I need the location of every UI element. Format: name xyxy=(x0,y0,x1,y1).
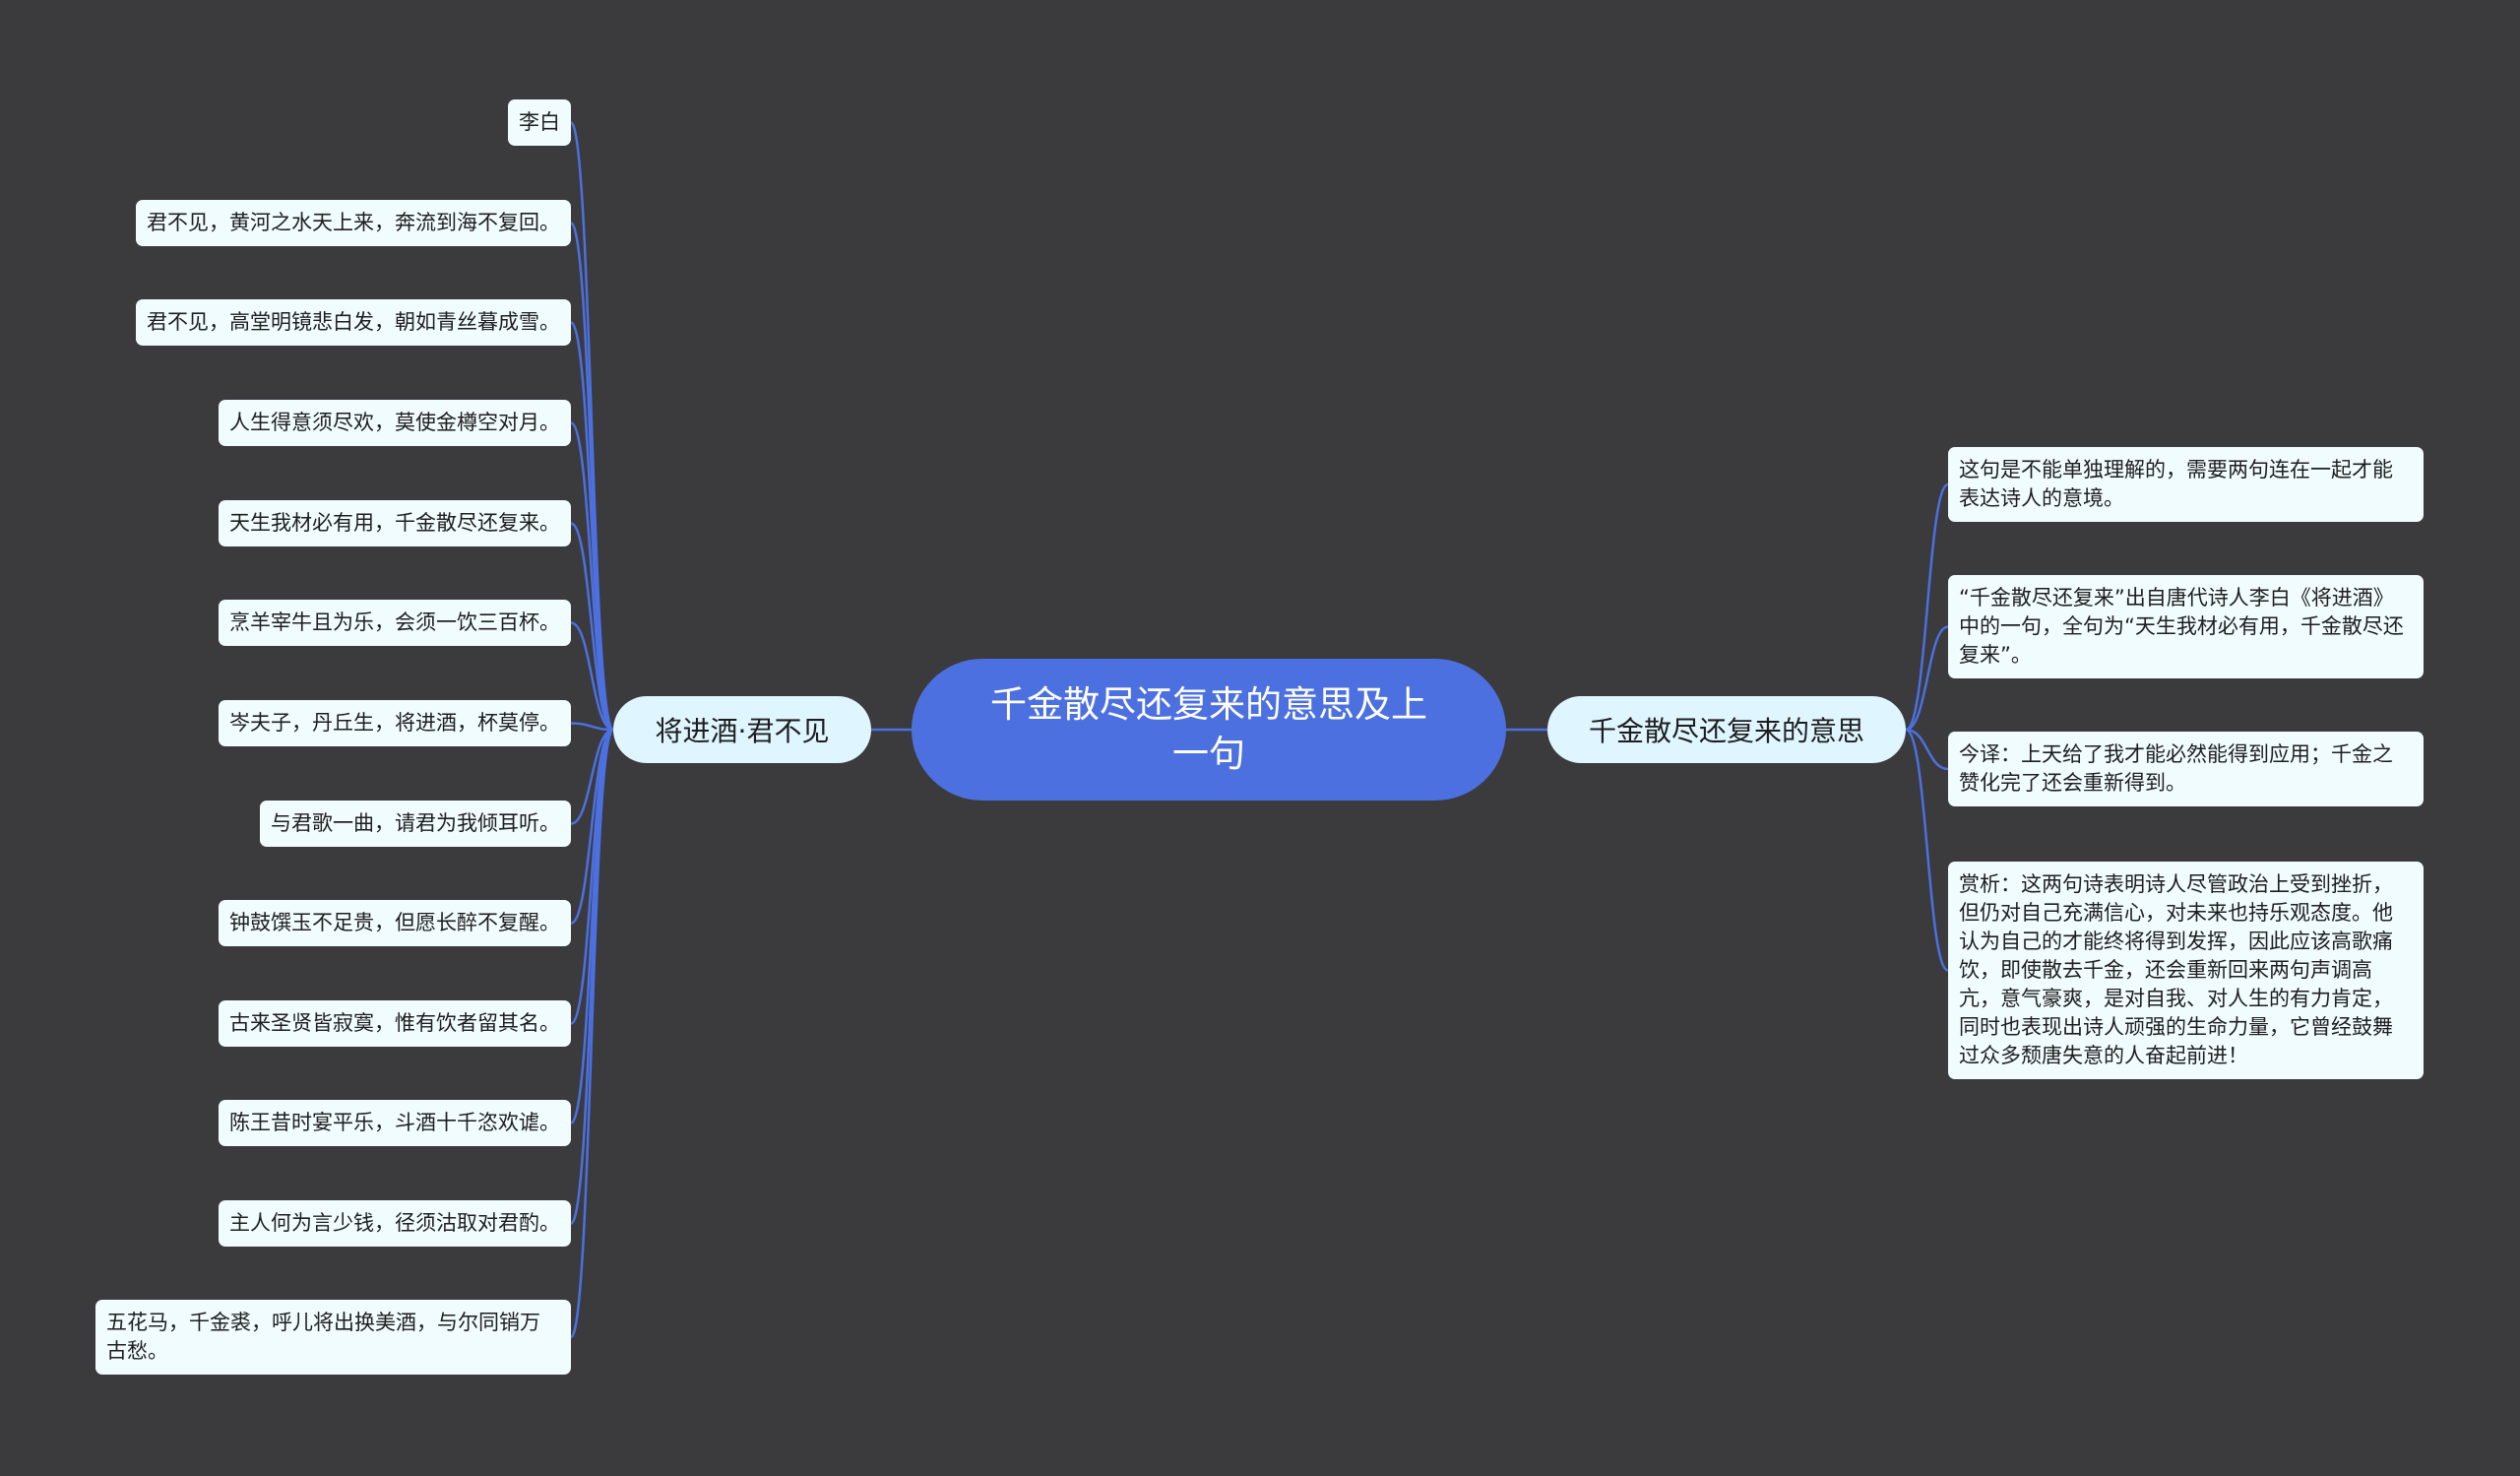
connector-right-leaf-0 xyxy=(1905,482,1949,732)
poem-leaf-line-5[interactable]: 烹羊宰牛且为乐，会须一饮三百杯。 xyxy=(219,600,571,646)
meaning-leaf-note[interactable]: 这句是不能单独理解的，需要两句连在一起才能表达诗人的意境。 xyxy=(1948,447,2424,522)
meaning-leaf-source[interactable]: “千金散尽还复来”出自唐代诗人李白《将进酒》中的一句，全句为“天生我材必有用，千… xyxy=(1948,575,2424,678)
connector-left-leaf-1 xyxy=(569,222,615,732)
root-topic-label: 千金散尽还复来的意思及上一句 xyxy=(990,683,1427,775)
connector-left-leaf-4 xyxy=(570,522,614,732)
poem-leaf-line-1[interactable]: 君不见，黄河之水天上来，奔流到海不复回。 xyxy=(136,200,571,246)
poem-leaf-line-3[interactable]: 人生得意须尽欢，莫使金樽空对月。 xyxy=(219,400,571,446)
poem-leaf-line-9[interactable]: 古来圣贤皆寂寞，惟有饮者留其名。 xyxy=(219,1000,571,1047)
connector-left-leaf-12 xyxy=(569,728,615,1339)
meaning-leaf-translation[interactable]: 今译：上天给了我才能必然能得到应用；千金之赞化完了还会重新得到。 xyxy=(1948,732,2424,806)
connector-left-leaf-8 xyxy=(570,728,614,925)
branch-jiangjinjiu-label: 将进酒·君不见 xyxy=(655,715,830,747)
connector-right-leaf-1 xyxy=(1905,625,1949,732)
connector-left-leaf-6 xyxy=(570,722,614,732)
poem-leaf-line-11[interactable]: 主人何为言少钱，径须沽取对君酌。 xyxy=(219,1200,571,1247)
poem-leaf-line-10[interactable]: 陈王昔时宴平乐，斗酒十千恣欢谑。 xyxy=(219,1100,571,1146)
meaning-leaf-analysis[interactable]: 赏析：这两句诗表明诗人尽管政治上受到挫折，但仍对自己充满信心，对未来也持乐观态度… xyxy=(1948,862,2424,1079)
connector-left-leaf-10 xyxy=(569,728,615,1124)
branch-jiangjinjiu[interactable]: 将进酒·君不见 xyxy=(613,696,871,763)
poem-leaf-line-2[interactable]: 君不见，高堂明镜悲白发，朝如青丝暮成雪。 xyxy=(136,299,571,346)
connector-left-leaf-2 xyxy=(569,321,615,732)
poem-leaf-author[interactable]: 李白 xyxy=(508,99,571,146)
poem-leaf-line-6[interactable]: 岑夫子，丹丘生，将进酒，杯莫停。 xyxy=(219,700,571,746)
connector-left-leaf-7 xyxy=(570,728,614,825)
connector-right-leaf-3 xyxy=(1905,728,1949,972)
poem-leaf-line-12[interactable]: 五花马，千金裘，呼儿将出换美酒，与尔同销万古愁。 xyxy=(95,1300,571,1375)
connector-left-leaf-5 xyxy=(570,621,614,732)
connector-left-leaf-11 xyxy=(569,728,615,1225)
branch-meaning-label: 千金散尽还复来的意思 xyxy=(1588,715,1864,747)
connector-left-leaf-3 xyxy=(569,421,615,732)
branch-meaning[interactable]: 千金散尽还复来的意思 xyxy=(1547,696,1906,763)
poem-leaf-line-8[interactable]: 钟鼓馔玉不足贵，但愿长醉不复醒。 xyxy=(219,900,571,946)
root-topic[interactable]: 千金散尽还复来的意思及上一句 xyxy=(912,659,1506,801)
poem-leaf-line-7[interactable]: 与君歌一曲，请君为我倾耳听。 xyxy=(260,801,571,847)
poem-leaf-line-4[interactable]: 天生我材必有用，千金散尽还复来。 xyxy=(219,500,571,546)
connector-right-leaf-2 xyxy=(1905,728,1949,771)
